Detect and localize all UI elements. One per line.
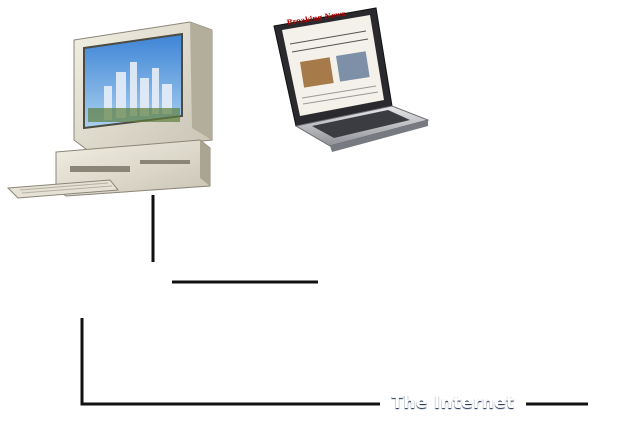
laptop-icon — [273, 7, 430, 152]
cable-router-to-internet — [80, 318, 380, 406]
desktop-computer-icon — [6, 21, 213, 199]
cables — [80, 195, 588, 406]
